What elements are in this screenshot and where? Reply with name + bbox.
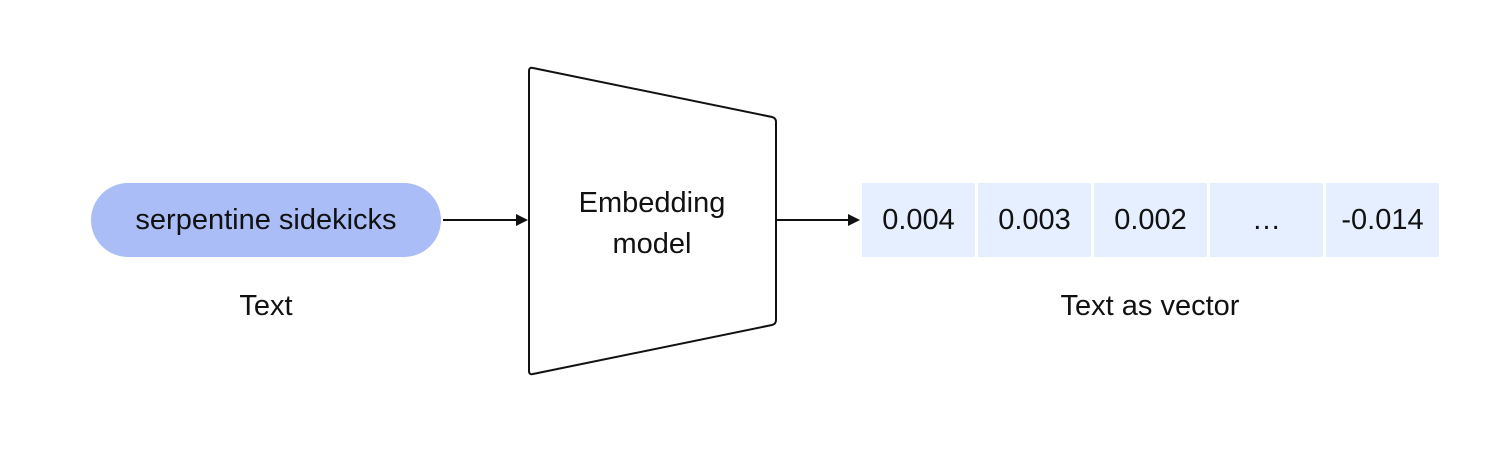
vector-cell-ellipsis: …	[1210, 183, 1323, 257]
embedding-model-trapezoid	[528, 66, 777, 376]
input-text-value: serpentine sidekicks	[135, 203, 397, 236]
input-caption: Text	[239, 290, 293, 322]
embedding-model-label: Embedding model	[552, 183, 752, 265]
model-label-line2: model	[612, 228, 692, 260]
vector-cell: -0.014	[1326, 183, 1439, 257]
output-caption: Text as vector	[1060, 290, 1240, 322]
input-text-pill: serpentine sidekicks	[91, 183, 441, 257]
output-vector: 0.004 0.003 0.002 … -0.014	[862, 183, 1439, 257]
vector-cell: 0.002	[1094, 183, 1207, 257]
vector-cell: 0.003	[978, 183, 1091, 257]
model-label-line1: Embedding	[578, 187, 726, 219]
vector-cell: 0.004	[862, 183, 975, 257]
